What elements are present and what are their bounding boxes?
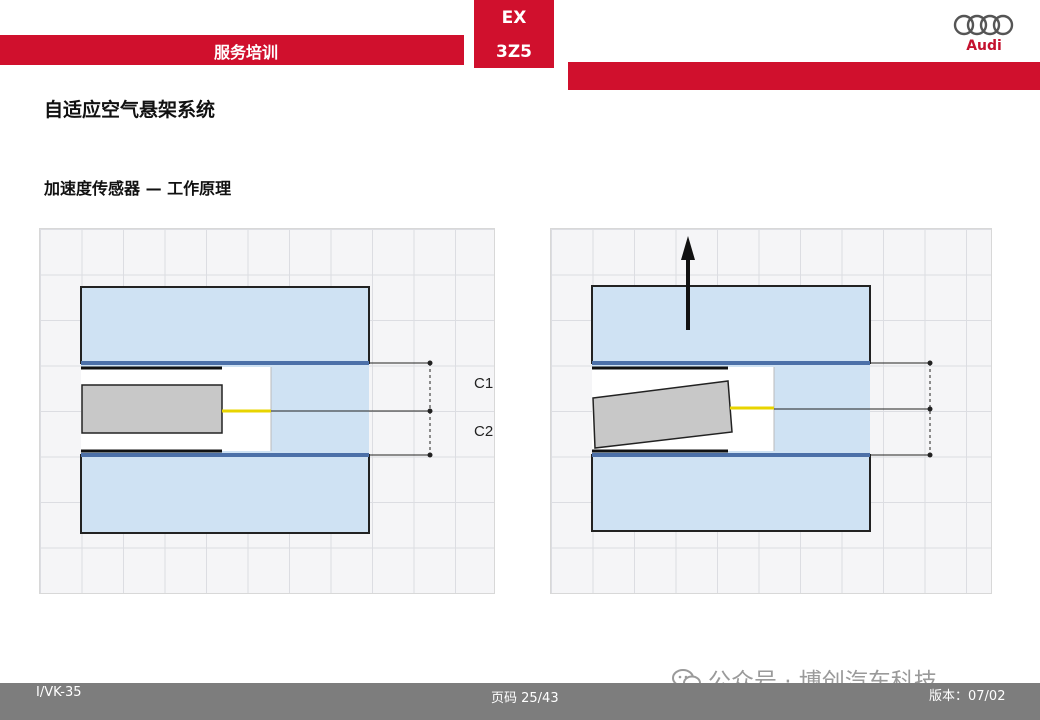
course-code-line1: EX xyxy=(501,8,527,28)
header-bar-right xyxy=(568,62,1040,90)
bottom-plate xyxy=(591,454,871,532)
header-bar-left: 服务培训 xyxy=(0,35,464,65)
seismic-mass xyxy=(81,384,223,434)
label-c2: C2 xyxy=(474,423,494,440)
section-title: 服务培训 xyxy=(213,43,278,62)
section-subtitle: 加速度传感器 — 工作原理 xyxy=(44,179,232,198)
bottom-plate xyxy=(80,454,370,534)
footer-page-number: 页码 25/43 xyxy=(491,691,559,706)
footer-bar: I/VK-35 页码 25/43 版本：07/02 xyxy=(0,683,1040,720)
course-code-box: EX 3Z5 xyxy=(474,0,554,68)
page-title: 自适应空气悬架系统 xyxy=(44,99,216,121)
label-c1: C1 xyxy=(474,375,494,392)
brand-name: Audi xyxy=(966,38,1002,54)
sensor-neutral xyxy=(80,286,433,534)
course-code-line2: 3Z5 xyxy=(496,42,532,62)
seismic-mass xyxy=(592,380,733,449)
footer-version: 版本：07/02 xyxy=(929,689,1006,704)
top-plate xyxy=(80,286,370,364)
audi-rings-icon xyxy=(953,14,1014,36)
top-plate xyxy=(591,285,871,364)
audi-logo: Audi xyxy=(952,12,1016,56)
sensor-accelerated xyxy=(591,236,933,532)
footer-doc-code: I/VK-35 xyxy=(36,685,82,700)
upward-arrow-icon xyxy=(681,236,695,330)
